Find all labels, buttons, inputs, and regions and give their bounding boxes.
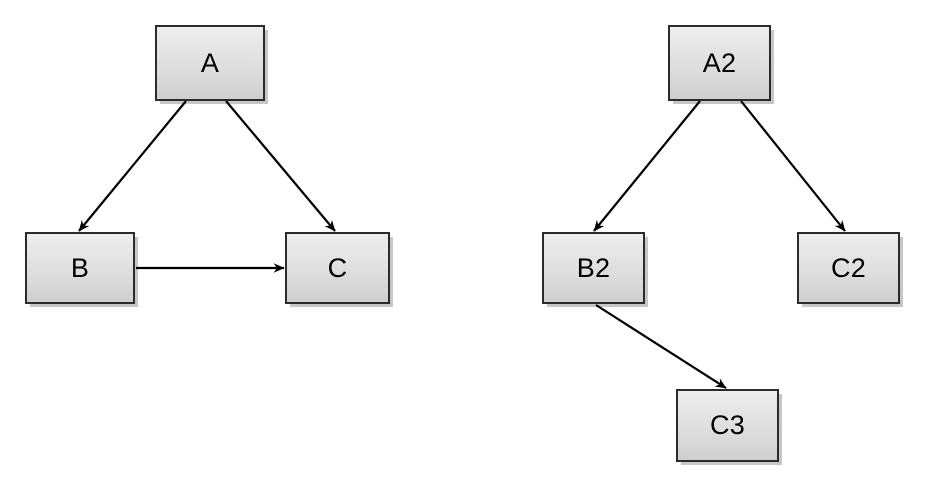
edge-a2-b2[interactable] <box>593 100 701 232</box>
node-c3[interactable]: C3 <box>676 389 779 462</box>
node-label-a: A <box>200 47 220 78</box>
edge-a2-c2[interactable] <box>740 100 846 232</box>
node-b2[interactable]: B2 <box>542 232 645 304</box>
edges-group <box>78 100 846 389</box>
node-b[interactable]: B <box>25 232 135 304</box>
node-label-c3: C3 <box>710 410 745 440</box>
node-label-b: B <box>70 252 90 283</box>
node-label-c2: C2 <box>831 252 866 283</box>
edge-a-c[interactable] <box>225 100 336 232</box>
node-c2[interactable]: C2 <box>797 232 900 304</box>
edge-a-b[interactable] <box>78 100 187 232</box>
node-c[interactable]: C <box>285 232 390 304</box>
node-label-c: C <box>327 252 348 283</box>
node-label-b2: B2 <box>576 252 611 283</box>
node-a2[interactable]: A2 <box>668 25 771 101</box>
node-label-a2: A2 <box>702 47 737 78</box>
node-a[interactable]: A <box>155 25 265 101</box>
edge-b2-c3[interactable] <box>595 304 727 389</box>
